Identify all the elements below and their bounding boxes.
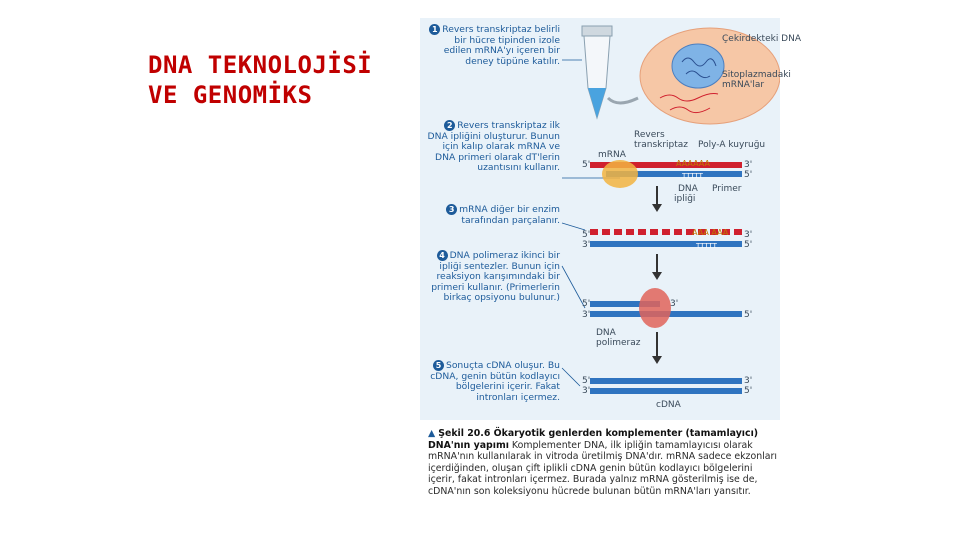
label-5p-3a: 5' bbox=[582, 230, 591, 240]
new-dna-strand bbox=[590, 301, 660, 307]
label-5p-2a: 5' bbox=[582, 160, 591, 170]
test-tube-icon bbox=[581, 25, 613, 120]
label-aaa-split: AAA AAA bbox=[692, 228, 729, 237]
caption-title: Şekil 20.6 Ökaryotik genlerden komplemen… bbox=[428, 428, 759, 451]
label-3p-5b: 3' bbox=[582, 386, 591, 396]
label-tttt-3: TTTTT bbox=[696, 242, 717, 250]
label-3p-2a: 3' bbox=[744, 160, 753, 170]
reverse-transcriptase-icon bbox=[602, 160, 638, 188]
figure-drawing bbox=[561, 25, 780, 394]
label-polya: Poly-A kuyruğu bbox=[698, 140, 766, 150]
label-5p-4a: 5' bbox=[582, 299, 591, 309]
label-3p-3a: 3' bbox=[744, 230, 753, 240]
label-dna: DNA bbox=[678, 184, 698, 194]
dna-polymerase-icon bbox=[639, 288, 671, 328]
label-cdna: cDNA bbox=[656, 400, 681, 410]
label-polya-seq: AAAAAA bbox=[676, 159, 710, 168]
mrna-strand-2 bbox=[590, 162, 742, 168]
label-5p-2b: 5' bbox=[744, 170, 753, 180]
dna-strand-3 bbox=[590, 241, 742, 247]
label-3p-4b: 3' bbox=[582, 310, 591, 320]
cdna-strand-top bbox=[590, 378, 742, 384]
label-tttt-2: TTTTT bbox=[682, 172, 703, 180]
label-dna-pol-2: polimeraz bbox=[596, 338, 641, 348]
slide-title: DNA TEKNOLOJİSİ VE GENOMİKS bbox=[148, 50, 372, 110]
cdna-strand-bottom bbox=[590, 388, 742, 394]
label-transkriptaz: transkriptaz bbox=[634, 140, 689, 150]
label-cyto-mrna: Sitoplazmadaki mRNA'lar bbox=[722, 70, 791, 90]
label-primer: Primer bbox=[712, 184, 742, 194]
label-5p-4b: 5' bbox=[744, 310, 753, 320]
label-mrna: mRNA bbox=[598, 150, 626, 160]
label-3p-4a: 3' bbox=[670, 299, 679, 309]
label-5p-5a: 5' bbox=[582, 376, 591, 386]
figure-caption: ▲ Şekil 20.6 Ökaryotik genlerden komplem… bbox=[428, 428, 780, 498]
label-5p-5b: 5' bbox=[744, 386, 753, 396]
cell-icon bbox=[639, 27, 780, 125]
caption-marker-icon: ▲ bbox=[428, 428, 436, 439]
dna-strand-2 bbox=[606, 171, 742, 177]
label-3p-3b: 3' bbox=[582, 240, 591, 250]
arrow-icon bbox=[606, 96, 639, 105]
title-line-2: VE GENOMİKS bbox=[148, 81, 313, 109]
caption-body: Komplementer DNA, ilk ipliğin tamamlayıc… bbox=[428, 439, 777, 497]
label-nucleus-dna: Çekirdekteki DNA bbox=[722, 34, 801, 44]
title-line-1: DNA TEKNOLOJİSİ bbox=[148, 51, 373, 79]
label-dna-pol-1: DNA bbox=[596, 328, 616, 338]
label-ipligi: ipliği bbox=[674, 194, 696, 204]
label-3p-5a: 3' bbox=[744, 376, 753, 386]
label-revers: Revers bbox=[634, 130, 665, 140]
label-5p-3b: 5' bbox=[744, 240, 753, 250]
